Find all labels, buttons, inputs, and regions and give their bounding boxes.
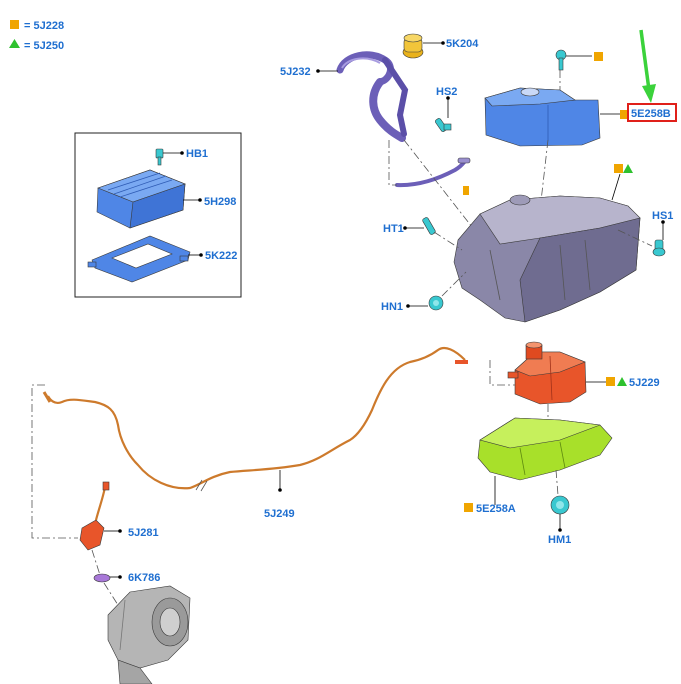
label-5k204: 5K204 xyxy=(446,38,479,50)
marker-square-shield-clip xyxy=(594,52,603,61)
lower-shield-5e258a[interactable] xyxy=(477,417,613,481)
legend-triangle-marker xyxy=(9,39,20,48)
vent-hose[interactable] xyxy=(395,157,471,195)
ht1-fastener[interactable] xyxy=(422,217,436,236)
hs1-clip[interactable] xyxy=(652,239,666,257)
inset-panel: HB1 5H298 5K222 xyxy=(74,132,242,298)
tank-shield-5e258b[interactable] xyxy=(484,87,601,147)
hm1-nut[interactable] xyxy=(550,495,570,515)
marker-triangle-5j229 xyxy=(617,377,627,386)
legend-square-marker xyxy=(10,20,19,29)
label-hs2: HS2 xyxy=(436,86,457,98)
pump-module-5j229[interactable] xyxy=(507,341,587,405)
injector-5j281[interactable] xyxy=(79,481,110,551)
filler-neck-5j232[interactable] xyxy=(336,51,409,142)
label-5j229: 5J229 xyxy=(629,377,660,389)
legend-item-5j250: = 5J250 xyxy=(24,40,64,52)
highlight-box-5e258b xyxy=(627,103,677,122)
label-hs1: HS1 xyxy=(652,210,673,222)
hs2-clip[interactable] xyxy=(435,118,452,133)
legend: = 5J228 = 5J250 xyxy=(9,20,64,52)
hose-5j249[interactable] xyxy=(42,346,468,492)
label-hn1: HN1 xyxy=(381,301,403,313)
legend-item-5j228: = 5J228 xyxy=(24,20,64,32)
hn1-nut[interactable] xyxy=(428,295,444,311)
fuel-cap-5k204[interactable] xyxy=(402,33,424,59)
pointer-arrow xyxy=(639,29,656,103)
bracket-5k222[interactable] xyxy=(87,235,191,283)
inset-border xyxy=(74,132,242,298)
label-5j249: 5J249 xyxy=(264,508,295,520)
exhaust-converter xyxy=(107,585,191,684)
label-hm1: HM1 xyxy=(548,534,571,546)
label-hb1: HB1 xyxy=(186,148,208,160)
marker-square-5e258a xyxy=(464,503,473,512)
marker-square-tank xyxy=(614,164,623,173)
marker-square-vent xyxy=(463,186,469,195)
marker-triangle-tank xyxy=(623,164,633,173)
hb1-bolt[interactable] xyxy=(155,148,164,166)
label-5e258a: 5E258A xyxy=(476,503,516,515)
label-5j232: 5J232 xyxy=(280,66,311,78)
label-6k786: 6K786 xyxy=(128,572,160,584)
module-5h298[interactable] xyxy=(96,169,186,229)
label-5k222: 5K222 xyxy=(205,250,237,262)
label-5j281: 5J281 xyxy=(128,527,159,539)
label-5e258b: 5E258B xyxy=(631,108,671,120)
reductant-tank[interactable] xyxy=(453,194,641,323)
shield-clip[interactable] xyxy=(555,49,567,71)
gasket-6k786[interactable] xyxy=(93,573,111,583)
marker-square-5j229 xyxy=(606,377,615,386)
label-ht1: HT1 xyxy=(383,223,404,235)
label-5h298: 5H298 xyxy=(204,196,236,208)
marker-square-5e258b xyxy=(620,110,629,119)
